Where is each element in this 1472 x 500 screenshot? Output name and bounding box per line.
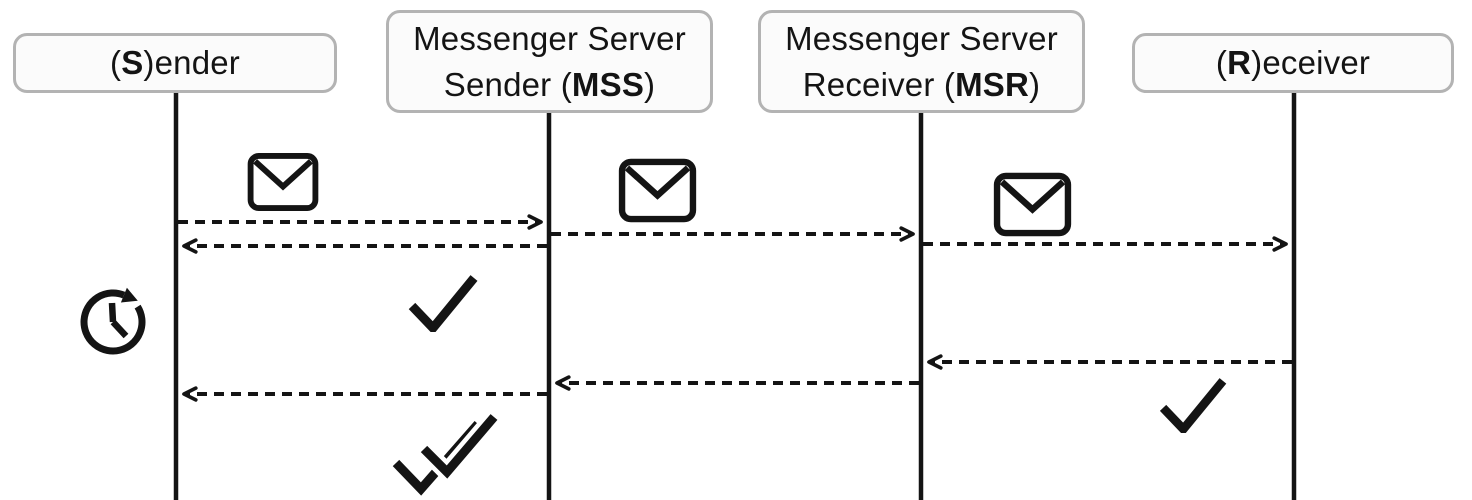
actor-box-sender: (S)ender xyxy=(13,33,337,93)
check-icon xyxy=(1163,381,1223,429)
clock-retry-icon xyxy=(80,287,146,355)
actor-label-line2: Sender (MSS) xyxy=(443,65,656,103)
envelope-icon xyxy=(997,176,1068,233)
envelope-icon xyxy=(251,156,316,208)
double-check-icon xyxy=(392,411,501,496)
actor-box-receiver: (R)eceiver xyxy=(1132,33,1454,93)
actor-box-mss: Messenger Server Sender (MSS) xyxy=(386,10,713,113)
actor-label: (S)ender xyxy=(109,44,240,81)
actor-label-line1: Messenger Server xyxy=(413,19,686,57)
actor-box-msr: Messenger Server Receiver (MSR) xyxy=(758,10,1085,113)
actor-label-line2: Receiver (MSR) xyxy=(802,65,1041,103)
check-icon xyxy=(412,278,474,328)
envelope-icon xyxy=(622,162,693,219)
actor-label: (R)eceiver xyxy=(1215,44,1371,81)
actor-label-line1: Messenger Server xyxy=(785,19,1058,57)
